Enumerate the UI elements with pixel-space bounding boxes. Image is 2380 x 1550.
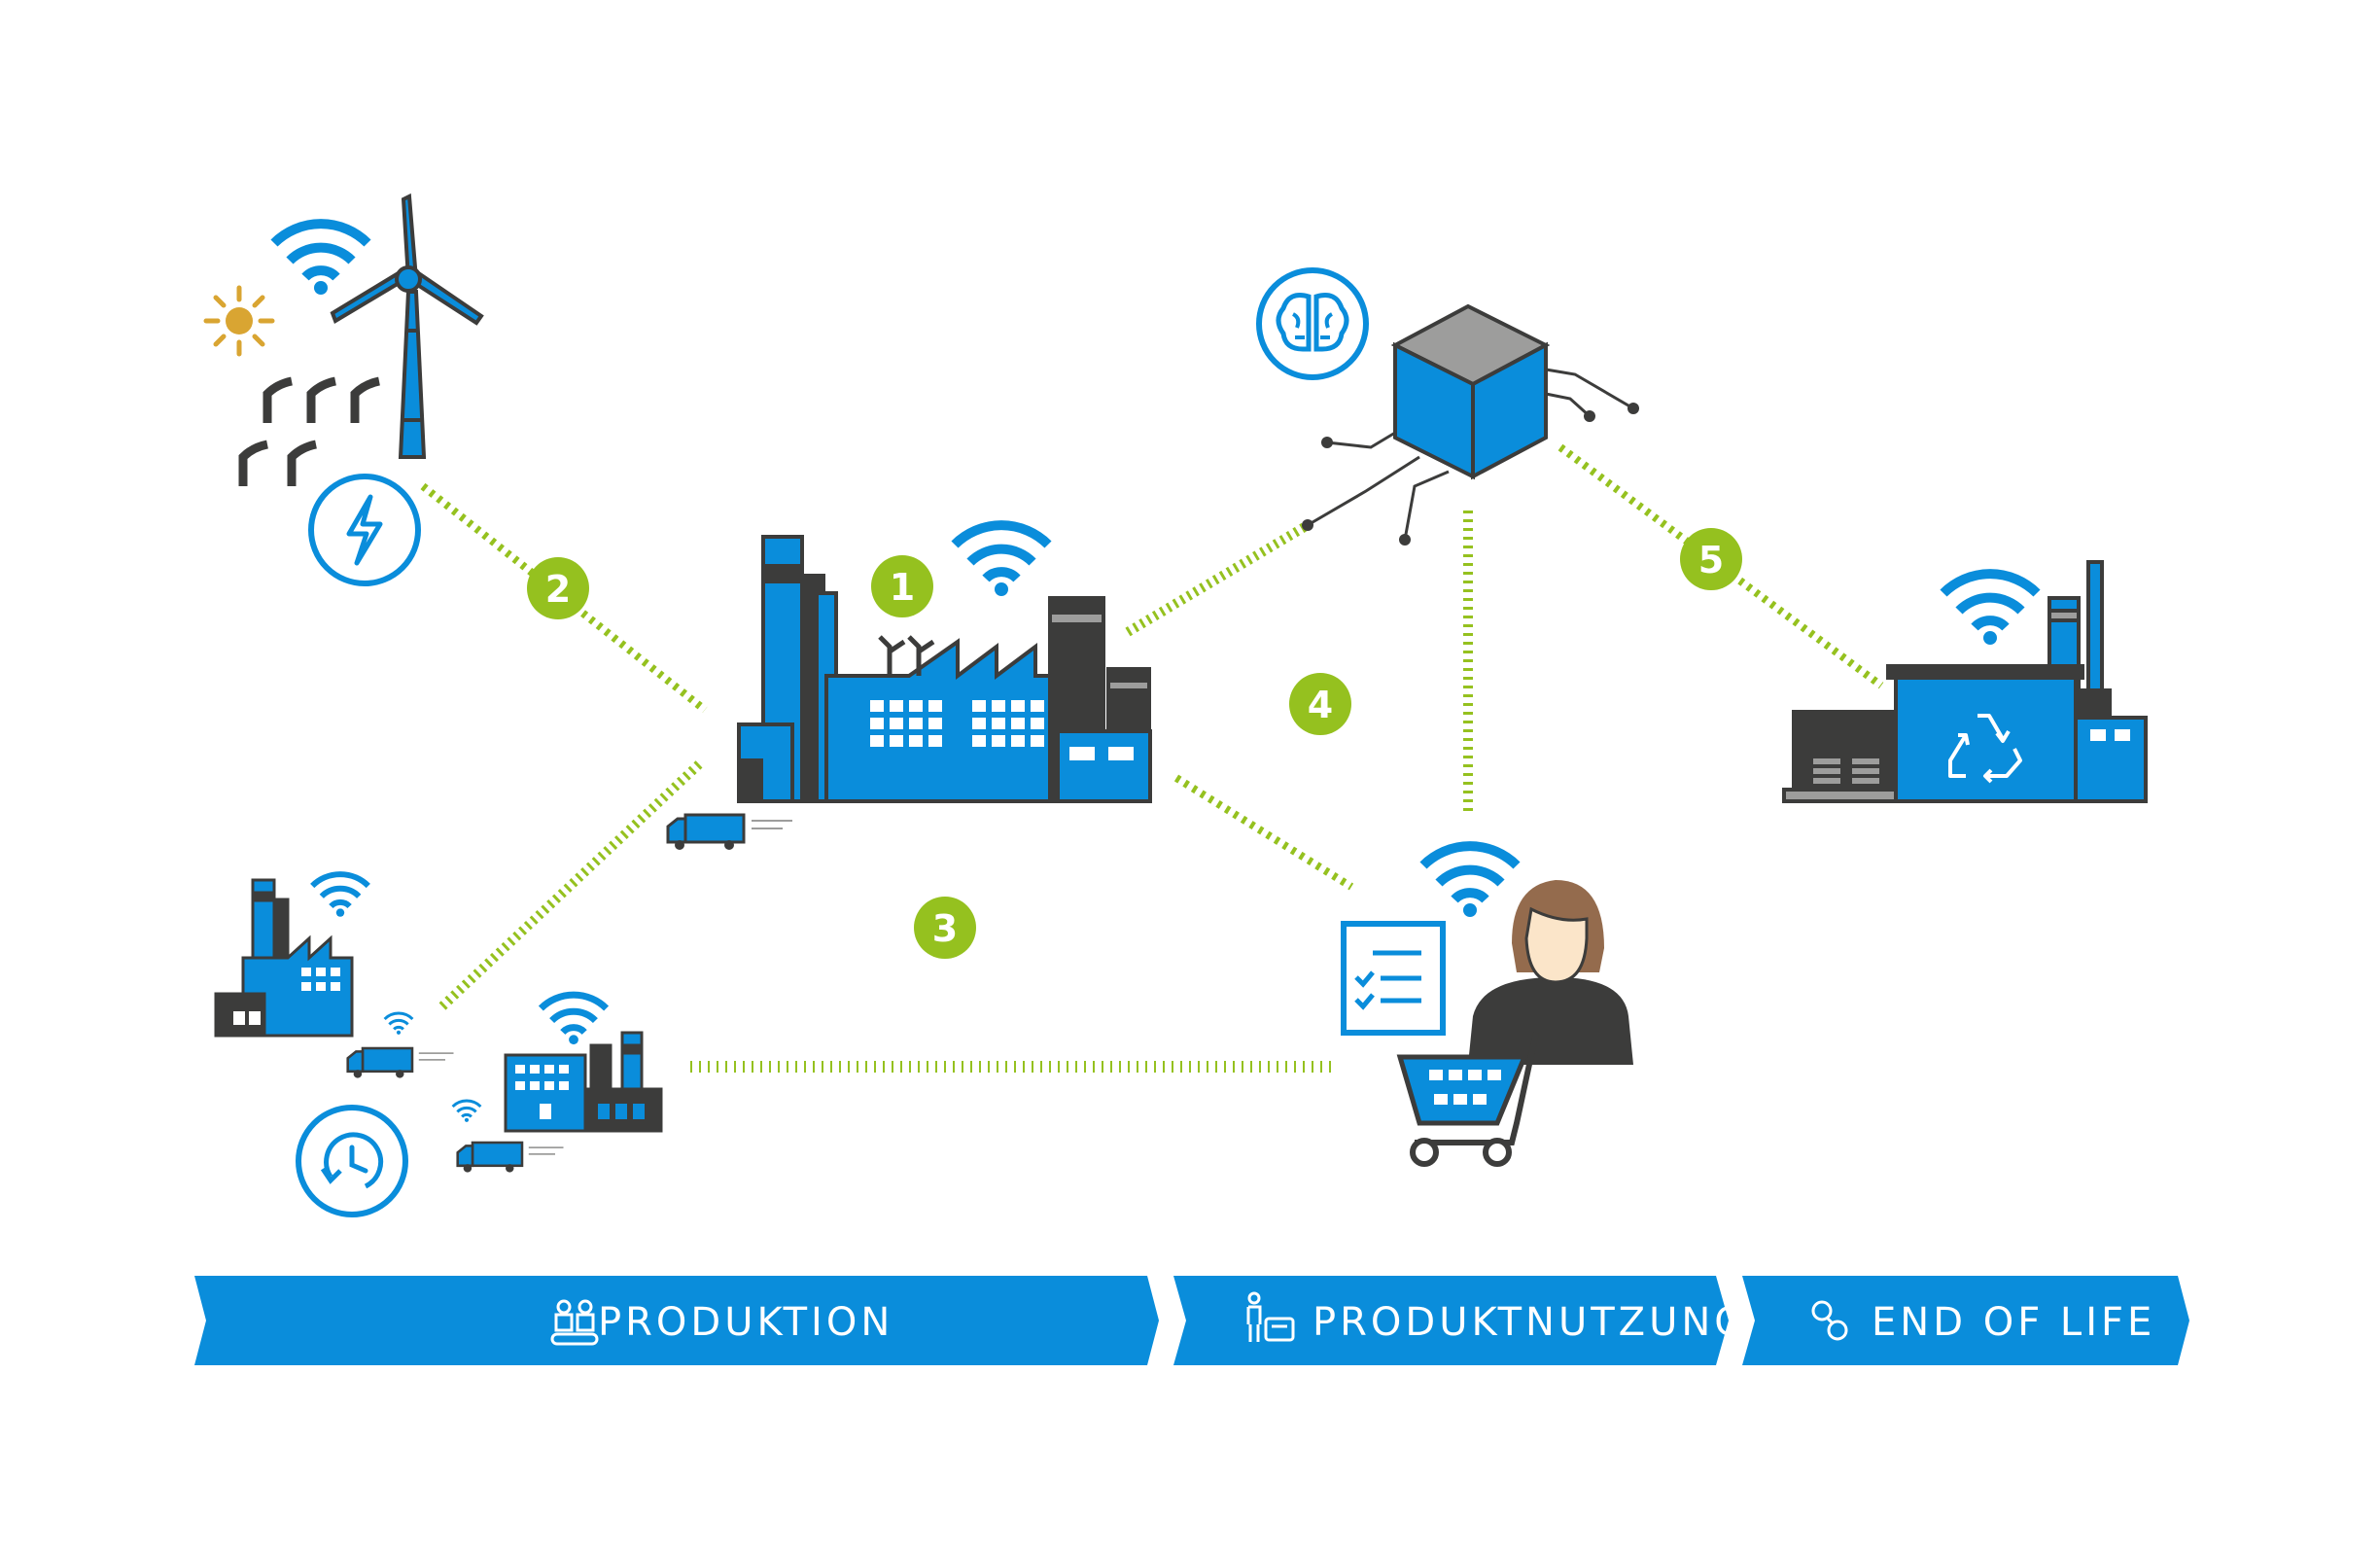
- connection-cube-recycling: [1558, 443, 1884, 689]
- data-cube-icon: [1390, 303, 1551, 480]
- robot-arm-icons: [878, 635, 935, 676]
- shopping-cart-icon: [1396, 1032, 1539, 1167]
- phase-produktnutzung: PRODUKTNUTZUNG: [1173, 1276, 1748, 1365]
- energy-cluster: [203, 193, 484, 586]
- wifi-icon: [541, 995, 606, 1044]
- connection-energy-factory: [420, 482, 708, 714]
- svg-text:END OF LIFE: END OF LIFE: [1872, 1300, 2155, 1345]
- svg-text:3: 3: [932, 907, 958, 950]
- svg-text:1: 1: [890, 566, 915, 609]
- badge-1: 1: [871, 555, 933, 617]
- truck-icon: [346, 1046, 455, 1079]
- factory-door: [739, 758, 817, 801]
- sun-icon: [203, 285, 275, 357]
- recycling-cluster: [1782, 560, 2148, 803]
- wifi-icon: [312, 874, 368, 917]
- svg-text:2: 2: [545, 568, 571, 611]
- wifi-icon: [1423, 846, 1517, 917]
- badge-5: 5: [1680, 528, 1742, 590]
- connection-lines: [420, 443, 1884, 1073]
- factory-windows: [233, 968, 340, 1025]
- connection-suppliers-factory: [438, 759, 704, 1010]
- circuit-lines: [1307, 368, 1634, 541]
- wifi-icon: [451, 1099, 482, 1124]
- main-factory: [666, 525, 1152, 852]
- supplier-cluster: [214, 874, 663, 1217]
- digital-twin-cluster: [1256, 267, 1639, 546]
- phase-end-of-life: END OF LIFE: [1742, 1276, 2189, 1365]
- svg-text:4: 4: [1308, 684, 1333, 726]
- factory-windows: [515, 1065, 569, 1119]
- clock-icon: [296, 1105, 408, 1217]
- brain-icon: [1256, 267, 1369, 380]
- wifi-icon: [1943, 574, 2037, 645]
- wind-turbine-icon: [330, 193, 484, 459]
- wifi-icon: [955, 525, 1048, 596]
- factory-icon: [737, 535, 1152, 803]
- svg-text:PRODUKTNUTZUNG: PRODUKTNUTZUNG: [1312, 1300, 1748, 1345]
- loop-icon: [1811, 1300, 1848, 1341]
- badge-2: 2: [527, 557, 589, 619]
- customer-cluster: [1341, 846, 1633, 1167]
- phase-banner: PRODUKTION PRODUKTNUTZUNG END OF LIFE: [194, 1276, 2189, 1365]
- person-product-icon: [1246, 1291, 1295, 1342]
- customer-icon: [1468, 880, 1633, 1065]
- factory-windows: [870, 700, 1134, 760]
- wifi-icon: [274, 224, 368, 295]
- factory-windows-blue: [598, 1104, 645, 1119]
- truck-icon: [666, 813, 794, 852]
- phase-produktion: PRODUKTION: [194, 1276, 1159, 1365]
- badge-3: 3: [914, 897, 976, 959]
- recycling-plant-icon: [1782, 560, 2148, 803]
- factory-workers-icon: [550, 1299, 599, 1346]
- checklist-icon: [1341, 921, 1446, 1036]
- recycle-icon: [1948, 714, 2022, 784]
- factory-icon: [214, 878, 354, 1038]
- svg-text:PRODUKTION: PRODUKTION: [598, 1300, 893, 1345]
- badge-4: 4: [1289, 673, 1351, 735]
- shutter-doors: [1813, 758, 1879, 784]
- step-badges: 1 2 3 4 5: [527, 528, 1742, 959]
- connection-factory-customer: [1173, 774, 1354, 891]
- connection-factory-cube: [1125, 520, 1311, 637]
- truck-icon: [456, 1141, 565, 1174]
- circuit-nodes: [1302, 403, 1639, 546]
- factory-windows: [2090, 729, 2130, 741]
- energy-icon: [308, 474, 421, 586]
- wifi-icon: [383, 1011, 414, 1037]
- svg-text:5: 5: [1698, 539, 1724, 581]
- wind-icon: [238, 376, 380, 486]
